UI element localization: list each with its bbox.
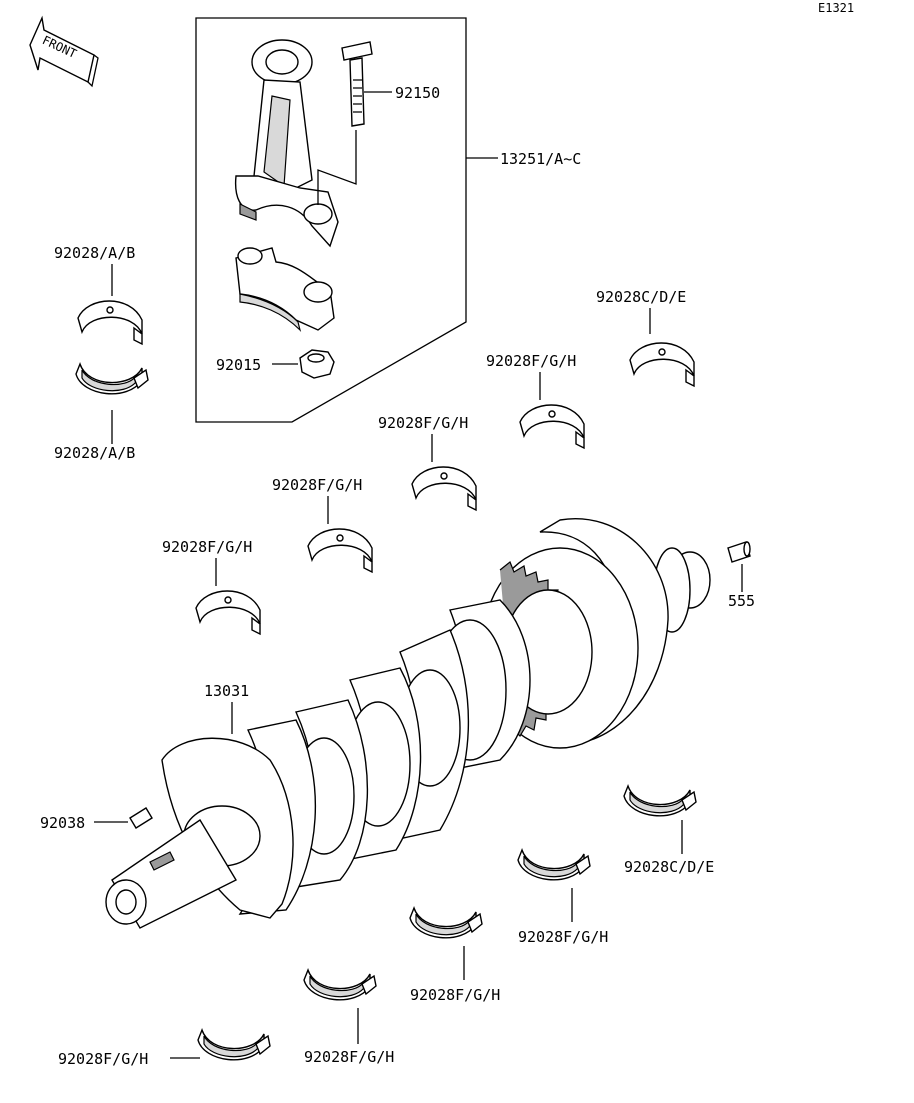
main-bearing-fgh-4 bbox=[195, 590, 261, 635]
main-bearing-ce-lower bbox=[623, 785, 697, 817]
label-main-bearing-fgh-lower-4: 92028F/G/H bbox=[58, 1050, 148, 1068]
dowel-pin bbox=[727, 541, 751, 563]
woodruff-key bbox=[129, 807, 153, 829]
label-pin: 555 bbox=[728, 592, 755, 610]
label-conrod-bearing-lower: 92028/A/B bbox=[54, 444, 135, 462]
conrod-bearing-lower bbox=[75, 363, 149, 395]
label-main-bearing-ce-lower: 92028C/D/E bbox=[624, 858, 714, 876]
main-bearing-fgh-lower-4 bbox=[197, 1029, 271, 1061]
conrod-bearing-upper bbox=[77, 300, 143, 345]
label-main-bearing-fgh-3: 92028F/G/H bbox=[272, 476, 362, 494]
main-bearing-ce-upper bbox=[629, 342, 695, 387]
front-arrow-icon: FRONT bbox=[29, 15, 99, 88]
label-main-bearing-fgh-4: 92028F/G/H bbox=[162, 538, 252, 556]
main-bearing-fgh-3 bbox=[307, 528, 373, 573]
conrod-assembly-frame bbox=[195, 17, 467, 423]
conrod-bolt bbox=[317, 41, 373, 205]
label-main-bearing-fgh-2: 92028F/G/H bbox=[378, 414, 468, 432]
label-key: 92038 bbox=[40, 814, 85, 832]
label-main-bearing-fgh-lower-2: 92028F/G/H bbox=[410, 986, 500, 1004]
label-main-bearing-fgh-lower-3: 92028F/G/H bbox=[304, 1048, 394, 1066]
label-nut: 92015 bbox=[216, 356, 261, 374]
main-bearing-fgh-lower-2 bbox=[409, 907, 483, 939]
label-main-bearing-fgh-lower-1: 92028F/G/H bbox=[518, 928, 608, 946]
label-bolt: 92150 bbox=[395, 84, 440, 102]
main-bearing-fgh-1 bbox=[519, 404, 585, 449]
crankshaft bbox=[105, 518, 711, 929]
main-bearing-fgh-lower-1 bbox=[517, 849, 591, 881]
diagram-code: E1321 bbox=[818, 1, 854, 15]
connecting-rod bbox=[234, 39, 339, 248]
main-bearing-fgh-lower-3 bbox=[303, 969, 377, 1001]
label-main-bearing-ce-upper: 92028C/D/E bbox=[596, 288, 686, 306]
label-main-bearing-fgh-1: 92028F/G/H bbox=[486, 352, 576, 370]
label-conrod-assy: 13251/A~C bbox=[500, 150, 581, 168]
main-bearing-fgh-2 bbox=[411, 466, 477, 511]
label-conrod-bearing-upper: 92028/A/B bbox=[54, 244, 135, 262]
conrod-nut bbox=[299, 349, 335, 379]
label-crankshaft: 13031 bbox=[204, 682, 249, 700]
connecting-rod-cap bbox=[235, 247, 335, 332]
